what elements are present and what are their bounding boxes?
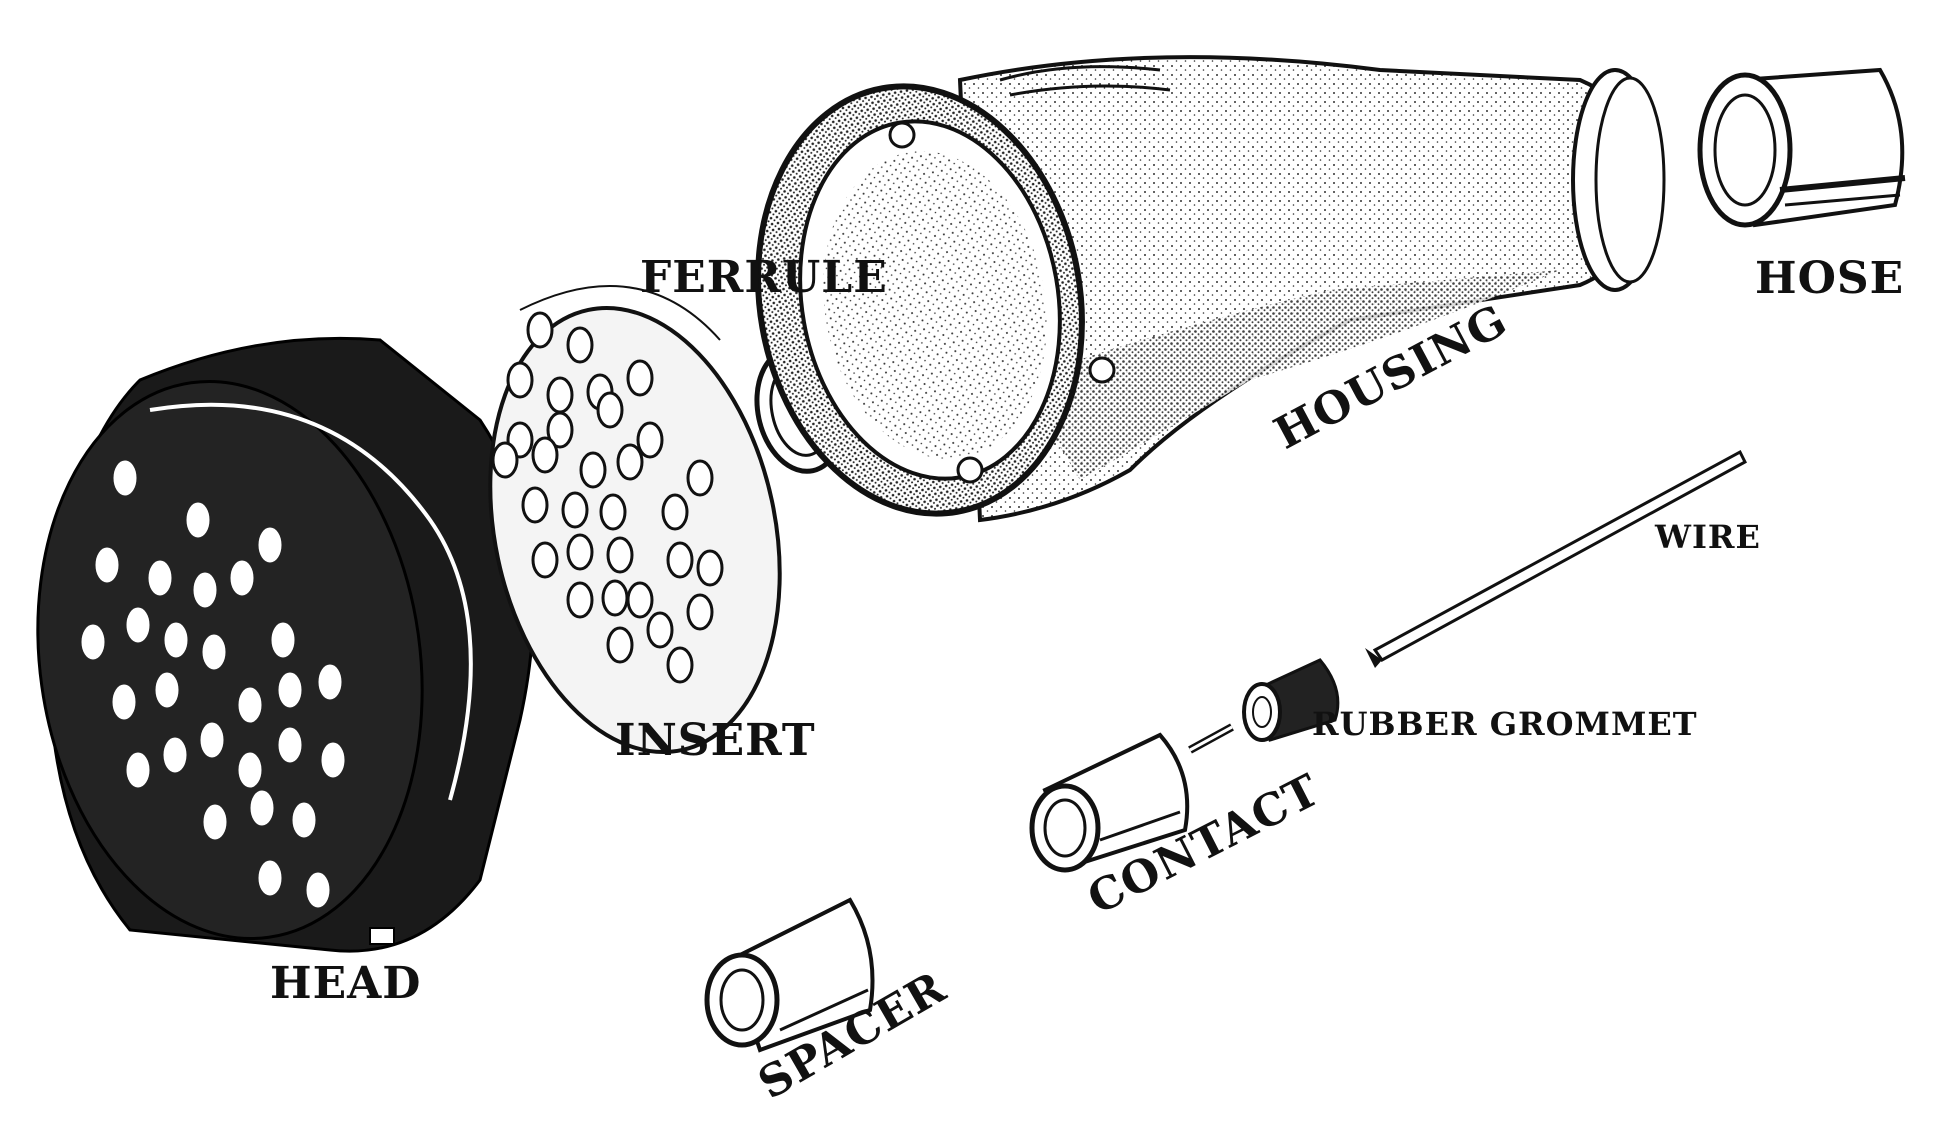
- head-holes: [81, 460, 345, 908]
- head-part: [36, 336, 535, 953]
- hose-part: [1697, 67, 1906, 228]
- contact-part: [1029, 723, 1234, 873]
- insert-holes: [491, 311, 724, 684]
- insert-label: INSERT: [615, 715, 816, 766]
- insert-part: [488, 285, 782, 754]
- housing-part: [755, 55, 1666, 523]
- rubber-grommet-part: [1242, 658, 1340, 742]
- hose-label: HOSE: [1755, 253, 1904, 304]
- ferrule-label: FERRULE: [640, 252, 888, 303]
- rubber-grommet-label: RUBBER GROMMET: [1312, 705, 1698, 743]
- head-label: HEAD: [270, 958, 421, 1009]
- wire-label: WIRE: [1654, 518, 1761, 556]
- wire-part: [1365, 449, 1747, 668]
- spacer-part: [704, 897, 875, 1053]
